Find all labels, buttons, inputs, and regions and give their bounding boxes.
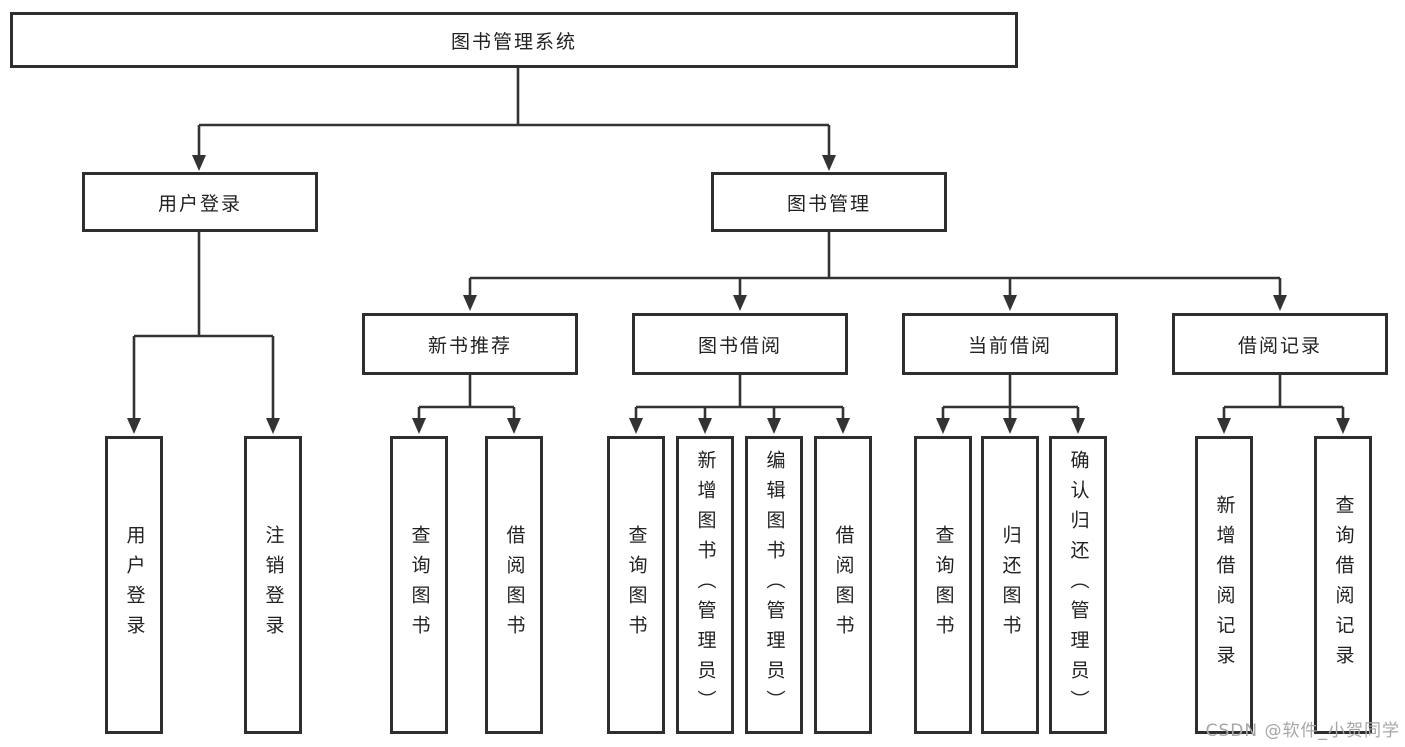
- leaf-query-books-recommend-label: 查询图书: [408, 525, 431, 645]
- csdn-watermark: CSDN @软件_小贺同学: [1205, 721, 1400, 741]
- node-current-borrowing-label: 当前借阅: [967, 334, 1052, 357]
- leaf-confirm-return-admin: 确认归还（管理员）: [1049, 436, 1107, 734]
- connector-book-borrowing-to-leaves: [629, 375, 850, 434]
- leaf-return-books-label: 归还图书: [999, 525, 1022, 645]
- leaf-borrow-books-borrowing: 借阅图书: [814, 436, 872, 734]
- node-root-label: 图书管理系统: [450, 30, 577, 53]
- leaf-borrow-books-borrowing-label: 借阅图书: [832, 525, 855, 645]
- connector-book-management-to-level3: [463, 232, 1287, 311]
- node-current-borrowing: 当前借阅: [902, 313, 1118, 375]
- leaf-return-books: 归还图书: [981, 436, 1039, 734]
- leaf-logout: 注销登录: [244, 436, 302, 734]
- node-new-book-recommend-label: 新书推荐: [427, 334, 512, 357]
- leaf-user-login: 用户登录: [105, 436, 163, 734]
- leaf-add-book-admin-label: 新增图书（管理员）: [694, 450, 717, 720]
- leaf-confirm-return-admin-label: 确认归还（管理员）: [1067, 450, 1090, 720]
- connector-new-book-recommend-to-leaves: [412, 375, 521, 434]
- connector-borrow-records-to-leaves: [1217, 375, 1350, 434]
- node-book-borrowing: 图书借阅: [632, 313, 848, 375]
- leaf-query-borrow-record: 查询借阅记录: [1314, 436, 1372, 734]
- node-book-management: 图书管理: [711, 172, 947, 232]
- node-user-login: 用户登录: [82, 172, 318, 232]
- node-book-management-label: 图书管理: [786, 192, 871, 215]
- connector-current-borrowing-to-leaves: [936, 375, 1085, 434]
- leaf-query-books-recommend: 查询图书: [390, 436, 448, 734]
- node-root: 图书管理系统: [10, 12, 1018, 68]
- leaf-query-books-borrowing-label: 查询图书: [625, 525, 648, 645]
- connector-root-to-level2: [192, 68, 836, 171]
- leaf-user-login-label: 用户登录: [123, 525, 146, 645]
- node-borrow-records: 借阅记录: [1172, 313, 1388, 375]
- leaf-logout-label: 注销登录: [262, 525, 285, 645]
- leaf-add-book-admin: 新增图书（管理员）: [676, 436, 734, 734]
- leaf-query-books-current: 查询图书: [914, 436, 972, 734]
- leaf-query-books-borrowing: 查询图书: [607, 436, 665, 734]
- leaf-edit-book-admin: 编辑图书（管理员）: [745, 436, 803, 734]
- leaf-add-borrow-record-label: 新增借阅记录: [1213, 495, 1236, 675]
- leaf-borrow-books-recommend-label: 借阅图书: [503, 525, 526, 645]
- leaf-borrow-books-recommend: 借阅图书: [485, 436, 543, 734]
- node-user-login-label: 用户登录: [157, 192, 242, 215]
- node-borrow-records-label: 借阅记录: [1237, 334, 1322, 357]
- leaf-add-borrow-record: 新增借阅记录: [1195, 436, 1253, 734]
- node-book-borrowing-label: 图书借阅: [697, 334, 782, 357]
- leaf-edit-book-admin-label: 编辑图书（管理员）: [763, 450, 786, 720]
- leaf-query-books-current-label: 查询图书: [932, 525, 955, 645]
- node-new-book-recommend: 新书推荐: [362, 313, 578, 375]
- leaf-query-borrow-record-label: 查询借阅记录: [1332, 495, 1355, 675]
- connector-user-login-to-leaves: [127, 232, 280, 434]
